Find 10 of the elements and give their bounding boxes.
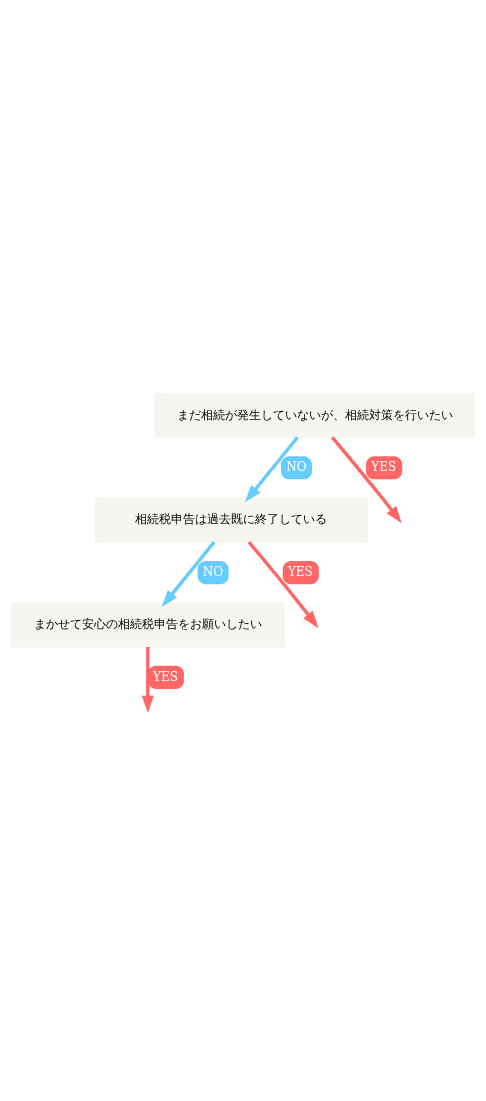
node-box: まだ相続が発生していないが、相続対策を行いたい xyxy=(154,392,475,438)
edge-label: YES xyxy=(371,459,397,474)
node-box: まかせて安心の相続税申告をお願いしたい xyxy=(11,602,285,647)
node-box: 相続税申告は過去既に終了している xyxy=(94,497,368,543)
edge-label: NO xyxy=(202,564,224,579)
arrow xyxy=(161,540,216,607)
arrow xyxy=(244,435,299,502)
edge-label: YES xyxy=(287,564,313,579)
edge-label: NO xyxy=(286,459,307,474)
edge-label: YES xyxy=(152,669,178,684)
